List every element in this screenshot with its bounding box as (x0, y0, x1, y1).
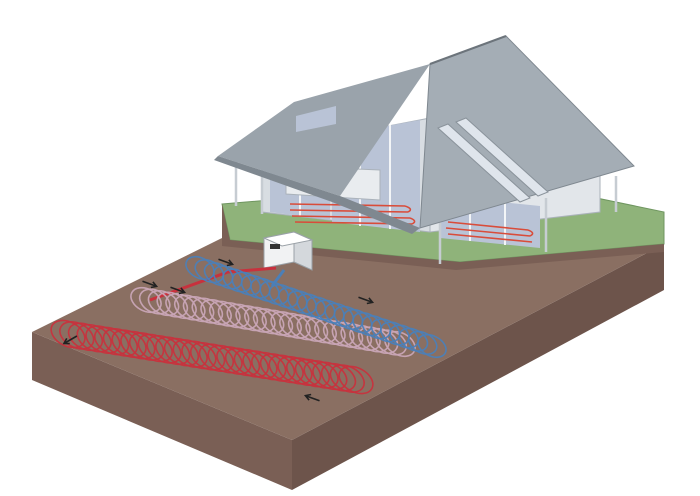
heat-pump-top (262, 231, 314, 247)
heat-pump-display (270, 244, 280, 249)
coil-loop-red-turn (320, 362, 357, 392)
soil-front-face (32, 332, 292, 490)
coil-loop-red-turn (242, 350, 278, 380)
coil-loop-red-turn (233, 348, 269, 378)
skylight-left (437, 123, 531, 203)
coil-loop-red-turn (93, 326, 130, 356)
coil-loop-red-turn (111, 329, 147, 359)
upper-window-band (296, 106, 336, 132)
coil-loop-red-turn (251, 351, 287, 381)
flow-arrow-icon (358, 296, 375, 305)
heat-pump-unit (262, 231, 314, 271)
coil-loop-red-turn (285, 357, 322, 386)
flow-arrows (62, 258, 375, 402)
coil-loop-blue (185, 255, 447, 359)
coil-loop-red-turn (172, 339, 208, 368)
coil-loop-red-turn (216, 346, 252, 375)
support-posts (234, 156, 618, 264)
coil-loop-red-turn (338, 365, 374, 395)
coil-loop-red-turn (67, 322, 104, 352)
coil-loop-blue-turn (417, 333, 447, 359)
coil-loop-red-turn (50, 319, 86, 349)
roof-ridge (429, 35, 507, 65)
coil-loop-red-turn (312, 361, 348, 391)
soil-right-face (292, 244, 664, 490)
coil-loop-red-turn (259, 353, 296, 382)
coil-loop-red-turn (303, 360, 339, 389)
coil-loop-red-turn (268, 354, 304, 384)
flow-arrow-icon (142, 280, 159, 289)
coil-loop-red-turn (137, 333, 173, 363)
coil-loop-red-turn (163, 337, 200, 367)
coil-loop-red-turn (85, 325, 121, 354)
coil-loop-red-turn (76, 323, 112, 353)
skylight-right (455, 117, 549, 197)
coil-loop-red-turn (120, 330, 156, 360)
coil-loop-red-turn (128, 332, 165, 361)
coil-loop-red-turn (198, 343, 235, 373)
house (214, 35, 635, 264)
soil-top-surface (32, 238, 664, 440)
coil-loop-pink-turn (384, 330, 416, 358)
ground-collector-coils (50, 255, 447, 395)
roof-front-overhang (214, 156, 420, 234)
flow-arrow-icon (170, 286, 187, 295)
flow-arrow-icon (62, 335, 78, 345)
coil-loop-red-turn (59, 321, 95, 350)
coil-loop-red-turn (277, 355, 313, 385)
ground-block (32, 179, 665, 490)
coil-loop-red-turn (181, 340, 217, 370)
coil-loop-red-turn (102, 328, 139, 357)
roof-left-slope (218, 64, 430, 196)
coil-loop-red-turn (189, 341, 226, 371)
coil-loop-red-turn (329, 364, 365, 393)
coil-loop-red-turn (224, 347, 261, 377)
coil-loop-red-turn (294, 358, 331, 388)
coil-loop-red-turn (155, 336, 191, 366)
flow-arrow-icon (218, 258, 235, 267)
coil-loop-red-turn (146, 334, 182, 364)
flow-arrow-icon (303, 393, 320, 402)
soil-back-step (222, 204, 664, 270)
coil-loop-red-turn (207, 344, 243, 374)
coil-loop-red (50, 319, 374, 395)
